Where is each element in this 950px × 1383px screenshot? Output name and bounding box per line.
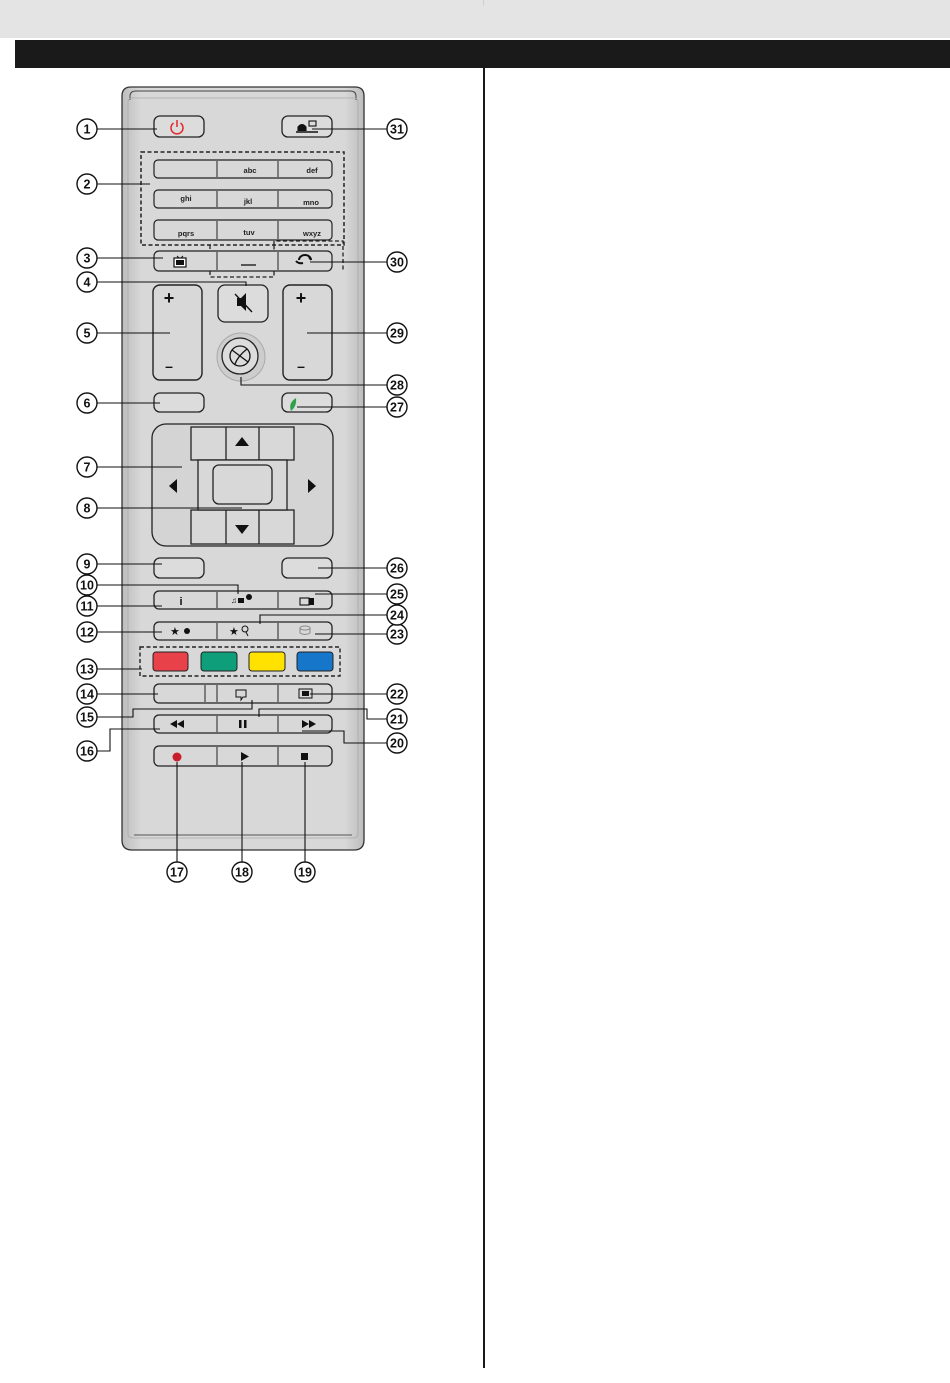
callout-14: 14 (77, 684, 97, 704)
svg-text:17: 17 (170, 866, 184, 880)
key-label: jkl (243, 197, 252, 206)
callout-2: 2 (77, 174, 97, 194)
svg-text:23: 23 (390, 628, 404, 642)
red-button[interactable] (153, 652, 188, 671)
volume-plus-label: + (164, 288, 175, 308)
info-label: i (179, 596, 182, 608)
program-minus-label: – (297, 358, 305, 374)
key-label: tuv (243, 228, 255, 237)
callout-6: 6 (77, 393, 97, 413)
svg-text:25: 25 (390, 588, 404, 602)
ok-button[interactable] (213, 465, 272, 504)
callout-8: 8 (77, 498, 97, 518)
svg-text:13: 13 (80, 663, 94, 677)
numeric-keypad: abc def ghi jkl mno pqrs tuv wxyz (154, 160, 332, 240)
svg-text:2: 2 (84, 178, 91, 192)
svg-text:8: 8 (84, 502, 91, 516)
svg-text:6: 6 (84, 397, 91, 411)
svg-text:1: 1 (84, 123, 91, 137)
svg-text:18: 18 (235, 866, 249, 880)
svg-text:19: 19 (298, 866, 312, 880)
svg-text:16: 16 (80, 745, 94, 759)
svg-text:30: 30 (390, 256, 404, 270)
callout-20: 20 (387, 733, 407, 753)
svg-text:20: 20 (390, 737, 404, 751)
callout-9: 9 (77, 554, 97, 574)
svg-text:4: 4 (84, 276, 91, 290)
callout-26: 26 (387, 558, 407, 578)
svg-text:11: 11 (80, 600, 93, 614)
callout-17: 17 (167, 862, 187, 882)
callout-5: 5 (77, 323, 97, 343)
key-label: ghi (180, 194, 191, 203)
callout-10: 10 (77, 575, 97, 595)
svg-text:10: 10 (80, 579, 94, 593)
netflix-button[interactable] (282, 393, 332, 412)
callout-23: 23 (387, 624, 407, 644)
callout-25: 25 (387, 584, 407, 604)
stop-icon (301, 753, 308, 760)
callout-15: 15 (77, 707, 97, 727)
svg-text:31: 31 (390, 123, 404, 137)
svg-text:29: 29 (390, 327, 404, 341)
callout-7: 7 (77, 457, 97, 477)
callout-29: 29 (387, 323, 407, 343)
settings-dot-icon (184, 628, 190, 634)
green-button[interactable] (201, 652, 237, 671)
svg-text:14: 14 (80, 688, 94, 702)
callout-27: 27 (387, 397, 407, 417)
program-plus-label: + (296, 288, 307, 308)
svg-text:28: 28 (390, 379, 404, 393)
blue-button[interactable] (297, 652, 333, 671)
callout-31: 31 (387, 119, 407, 139)
svg-text:24: 24 (390, 609, 404, 623)
callout-4: 4 (77, 272, 97, 292)
callout-24: 24 (387, 605, 407, 625)
callout-18: 18 (232, 862, 252, 882)
source-button[interactable] (282, 116, 332, 137)
svg-text:15: 15 (80, 711, 94, 725)
svg-text:7: 7 (84, 461, 91, 475)
callout-21: 21 (387, 709, 407, 729)
svg-text:♫: ♫ (231, 596, 237, 605)
callout-30: 30 (387, 252, 407, 272)
tv-icon (174, 256, 186, 267)
svg-text:27: 27 (390, 401, 404, 415)
menu-button[interactable] (154, 393, 204, 412)
callout-28: 28 (387, 375, 407, 395)
star-icon: ★ (170, 626, 180, 638)
yellow-button[interactable] (249, 652, 285, 671)
callout-12: 12 (77, 622, 97, 642)
back-button[interactable] (154, 558, 204, 578)
callout-22: 22 (387, 684, 407, 704)
key-label: mno (303, 198, 319, 207)
svg-text:9: 9 (84, 558, 91, 572)
key-label: pqrs (178, 229, 194, 238)
callout-11: 11 (77, 596, 97, 616)
svg-text:12: 12 (80, 626, 94, 640)
svg-text:3: 3 (84, 252, 91, 266)
callout-16: 16 (77, 741, 97, 761)
callout-13: 13 (77, 659, 97, 679)
svg-text:22: 22 (390, 688, 404, 702)
key-label: abc (244, 166, 257, 175)
svg-text:26: 26 (390, 562, 404, 576)
svg-text:21: 21 (390, 713, 404, 727)
svg-text:5: 5 (84, 327, 91, 341)
star-search-icon: ★ (229, 626, 239, 638)
callout-1: 1 (77, 119, 97, 139)
key-label: def (306, 166, 318, 175)
key-label: wxyz (302, 229, 321, 238)
volume-minus-label: – (165, 358, 173, 374)
record-icon (173, 753, 182, 762)
callout-19: 19 (295, 862, 315, 882)
callout-3: 3 (77, 248, 97, 268)
